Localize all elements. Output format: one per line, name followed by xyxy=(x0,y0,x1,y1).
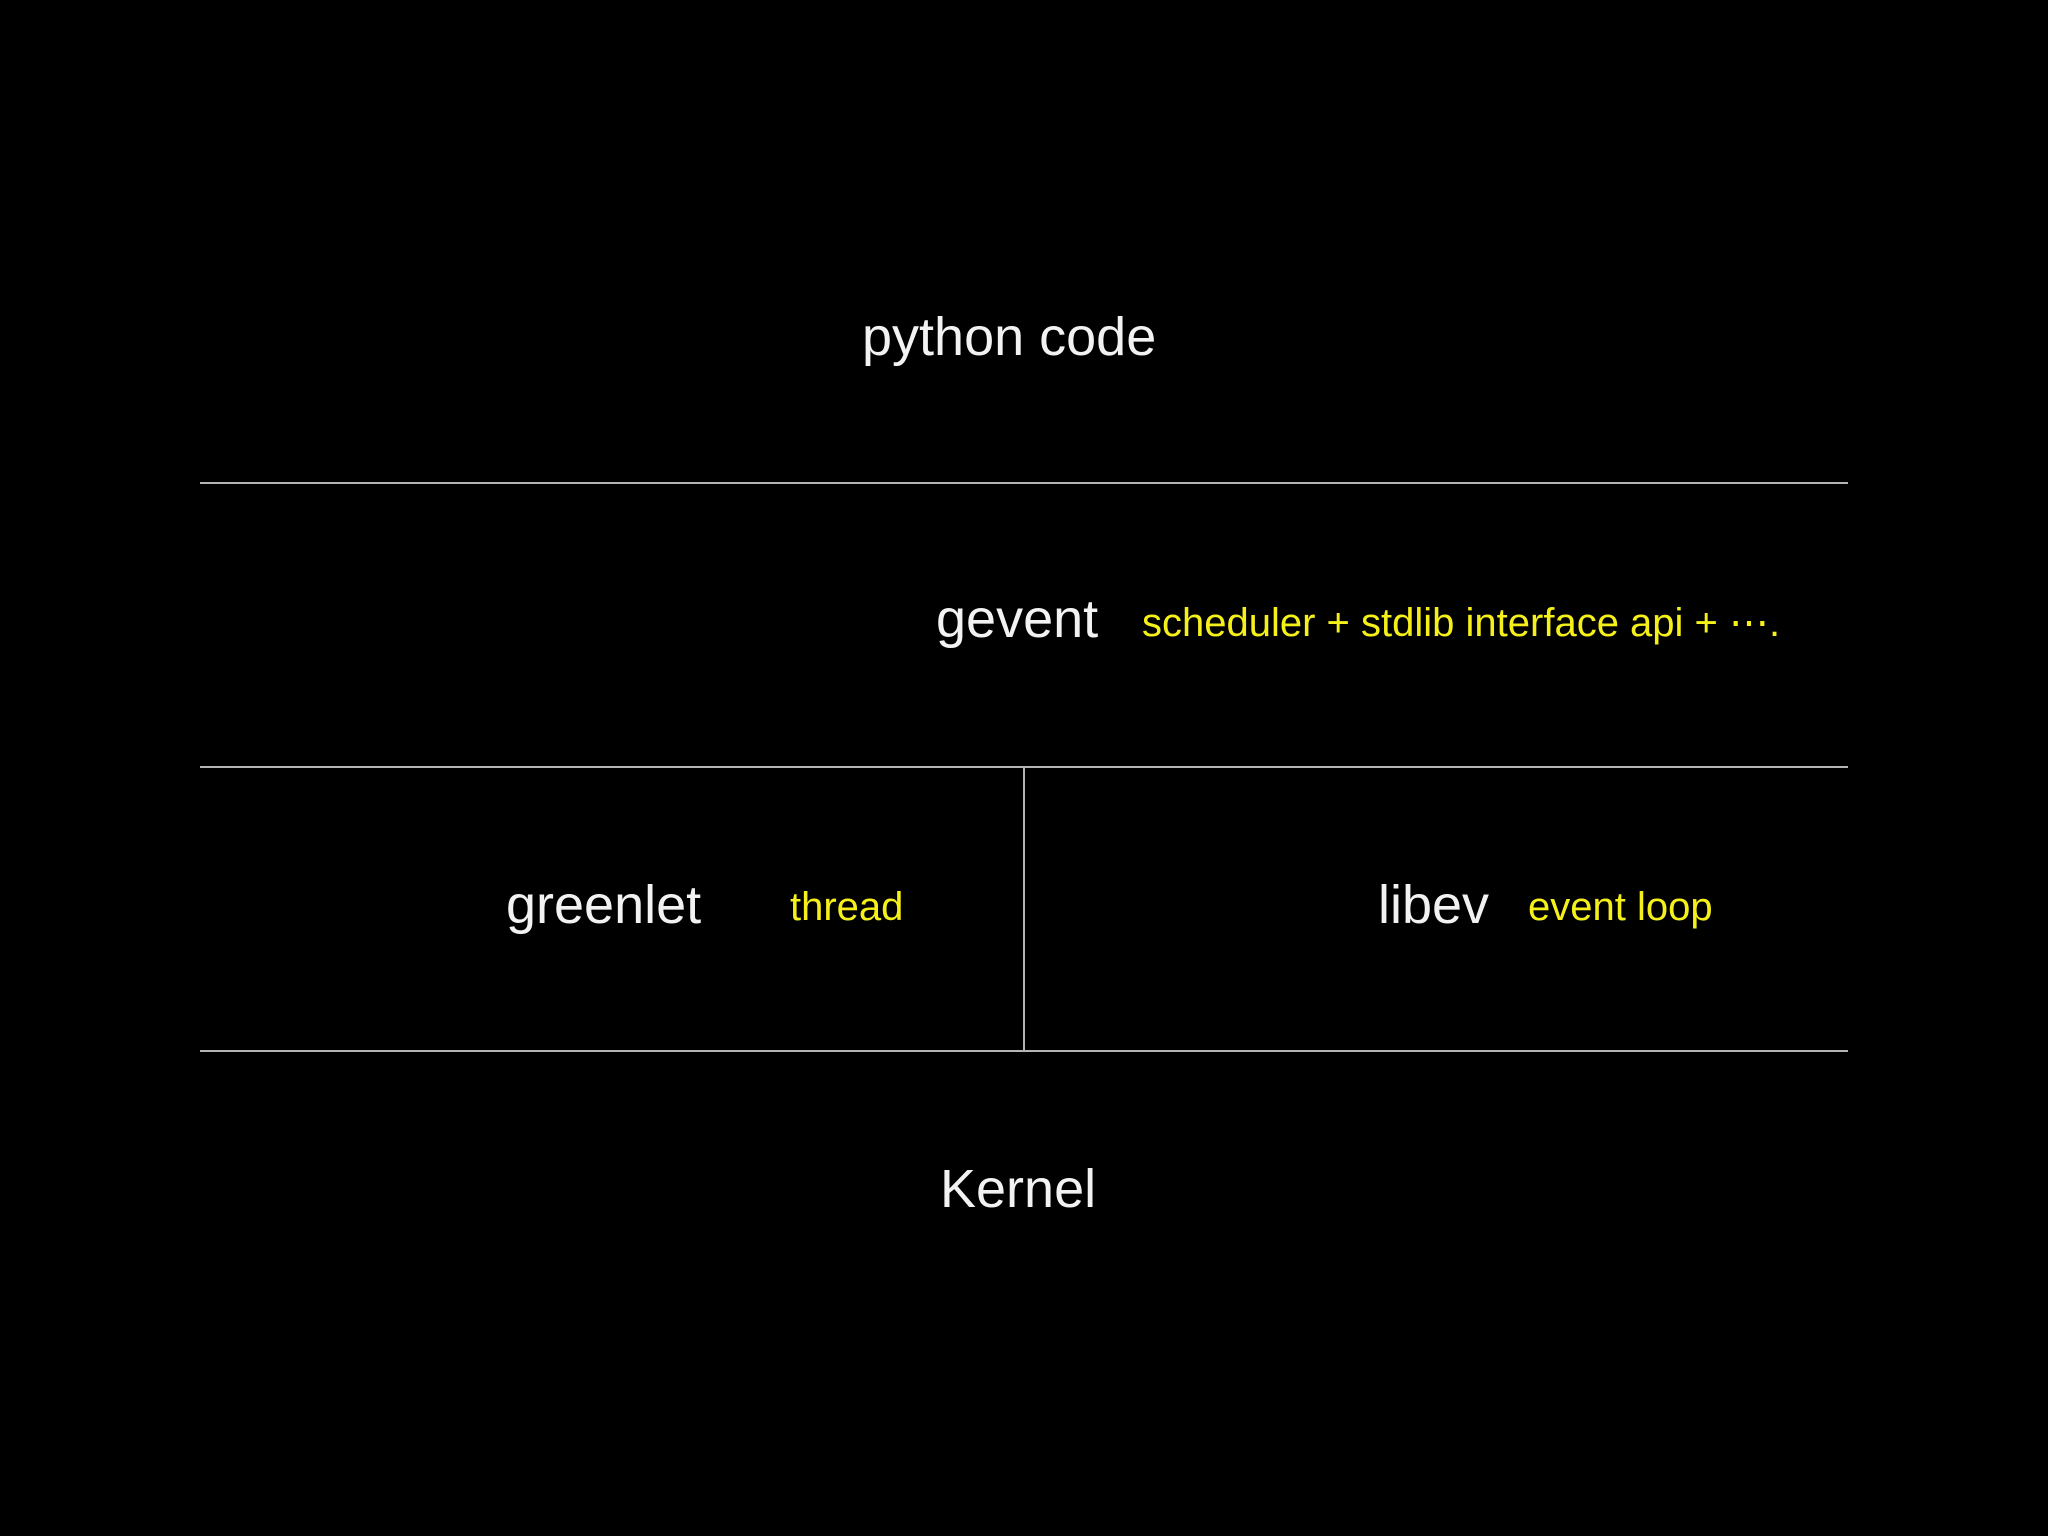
kernel-label: Kernel xyxy=(940,1159,1097,1219)
divider-python-gevent xyxy=(200,482,1848,484)
greenlet-note: thread xyxy=(790,885,904,929)
divider-runtime-kernel xyxy=(200,1050,1848,1052)
gevent-note: scheduler + stdlib interface api + ⋯. xyxy=(1142,601,1781,645)
gevent-label: gevent xyxy=(936,589,1099,649)
divider-greenlet-libev xyxy=(1023,768,1025,1052)
divider-gevent-runtime xyxy=(200,766,1848,768)
libev-label: libev xyxy=(1378,875,1490,935)
python-code-label: python code xyxy=(862,307,1157,367)
greenlet-label: greenlet xyxy=(506,875,702,935)
libev-note: event loop xyxy=(1528,885,1713,929)
